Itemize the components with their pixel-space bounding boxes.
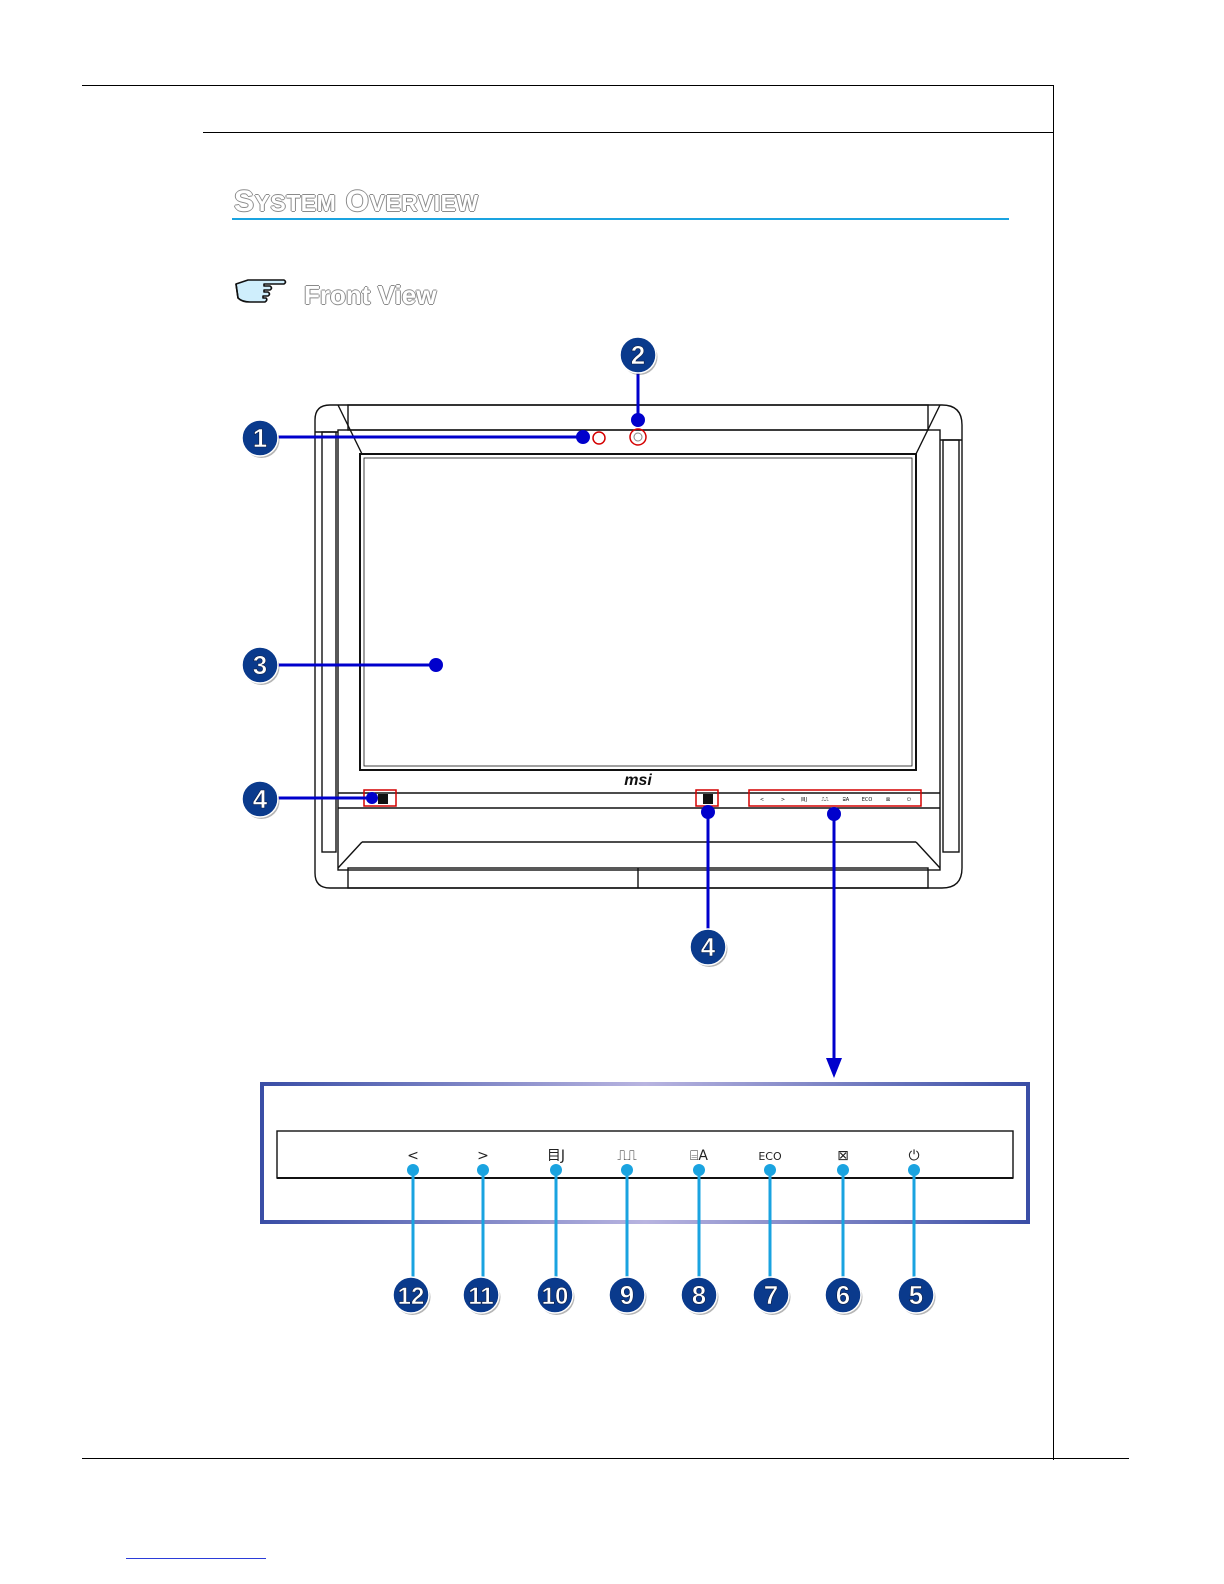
callout-number: 4 — [701, 932, 716, 962]
panel-leader-dot — [693, 1164, 705, 1176]
control-panel-strip — [277, 1131, 1013, 1178]
menu-icon: 目J — [547, 1148, 565, 1164]
callout-c3: 3 — [242, 647, 280, 685]
callout-number: 11 — [468, 1283, 493, 1310]
down-arrow-icon — [826, 1058, 842, 1078]
callout-c12: 12 — [393, 1277, 431, 1315]
callout-c10: 10 — [537, 1277, 575, 1315]
leader-lines — [278, 372, 834, 1060]
panel-leader-dot — [837, 1164, 849, 1176]
monitor-outline — [315, 405, 962, 888]
callout-number: 4 — [253, 784, 268, 814]
callout-number: 3 — [253, 650, 267, 680]
callout-c2: 2 — [620, 337, 658, 375]
mini-display-switch-icon: ⎍⎍ — [821, 797, 829, 803]
display-off-icon: ⊠ — [837, 1148, 849, 1164]
callout-number: 12 — [398, 1283, 425, 1310]
leader-dots — [366, 413, 841, 821]
callout-c11: 11 — [463, 1277, 501, 1315]
panel-leader-dot — [621, 1164, 633, 1176]
callout-c8: 8 — [681, 1277, 719, 1315]
speaker-left — [378, 794, 388, 804]
callout-number: 10 — [542, 1283, 569, 1310]
callout-c4a: 4 — [242, 781, 280, 819]
mini-display-off-icon: ⊠ — [886, 797, 890, 803]
callout-number: 8 — [692, 1280, 706, 1310]
mini-brightness-icon: ⌸A — [843, 797, 850, 803]
speaker-center — [703, 794, 713, 804]
callout-number: 9 — [620, 1280, 634, 1310]
eco-icon: ECO — [758, 1150, 782, 1163]
callout-number: 6 — [836, 1280, 850, 1310]
callout-c6: 6 — [825, 1277, 863, 1315]
callout-c7: 7 — [753, 1277, 791, 1315]
callout-c9: 9 — [609, 1277, 647, 1315]
webcam-lens — [634, 433, 642, 441]
power-icon: ⏻ — [908, 1148, 919, 1164]
mini-left-arrow-icon: < — [760, 797, 764, 803]
callout-number: 1 — [253, 423, 267, 453]
panel-leader-dot — [550, 1164, 562, 1176]
webcam-led-highlight — [593, 432, 605, 444]
panel-leader-dot — [908, 1164, 920, 1176]
callout-number: 2 — [631, 340, 645, 370]
panel-leader-dot — [477, 1164, 489, 1176]
panel-leader-dot — [407, 1164, 419, 1176]
callout-c4b: 4 — [690, 929, 728, 967]
mini-eco-icon: ECO — [862, 797, 873, 803]
callout-number: 7 — [764, 1280, 778, 1310]
brightness-icon: ⌸A — [690, 1148, 708, 1164]
left-arrow-icon: < — [407, 1148, 419, 1164]
msi-logo: msi — [624, 772, 652, 789]
right-arrow-icon: > — [477, 1148, 489, 1164]
panel-leader-dot — [764, 1164, 776, 1176]
callout-number: 5 — [909, 1280, 923, 1310]
mini-power-icon: ⏻ — [907, 797, 911, 803]
callout-c1: 1 — [242, 420, 280, 458]
display-switch-icon: ⎍⎍ — [617, 1148, 637, 1164]
mini-menu-icon: 目J — [801, 797, 807, 803]
mini-button-row: < > 目J ⎍⎍ ⌸A ECO ⊠ ⏻ — [760, 797, 911, 803]
mini-right-arrow-icon: > — [781, 797, 785, 803]
callout-c5: 5 — [898, 1277, 936, 1315]
webcam-highlight — [630, 429, 646, 445]
